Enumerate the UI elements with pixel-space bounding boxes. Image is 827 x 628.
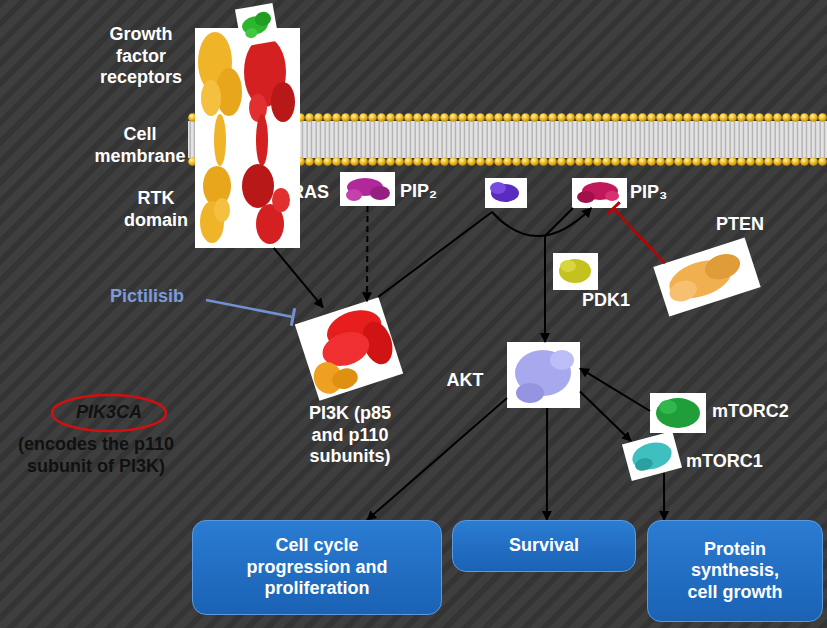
ras-node: RAS bbox=[340, 172, 395, 206]
pathway-arrow bbox=[546, 408, 548, 520]
receptor-node: Growth factor receptorsRTK domain bbox=[195, 28, 300, 248]
protein-label: mTORC2 bbox=[712, 401, 804, 423]
mtorc1-protein-picture bbox=[622, 431, 682, 481]
mtorc1-node: mTORC1 bbox=[622, 431, 682, 481]
pten-node: PTEN bbox=[653, 238, 761, 317]
pi3k-protein-picture bbox=[295, 297, 403, 400]
outcome-text: Cell cycle progression and proliferation bbox=[243, 535, 391, 600]
pathway-arrow bbox=[580, 368, 650, 411]
growth-factor-receptors bbox=[195, 28, 300, 248]
protein-label: AKT bbox=[437, 370, 493, 392]
protein-label: PTEN bbox=[712, 214, 768, 236]
mtorc2-node: mTORC2 bbox=[650, 393, 706, 433]
pip3-node: PIP₃ bbox=[572, 178, 627, 208]
outcome-box: Survival bbox=[452, 520, 636, 572]
molecule-label: PIP₂ bbox=[400, 181, 450, 203]
membrane-label: Cell membrane bbox=[88, 124, 192, 167]
outcome-box: Protein synthesis, cell growth bbox=[647, 520, 823, 622]
akt-protein-picture bbox=[507, 342, 580, 408]
gene-name: PIK3CA bbox=[76, 402, 142, 424]
drug-label: Pictilisib bbox=[92, 286, 202, 308]
gene-ellipse: PIK3CA bbox=[50, 393, 168, 433]
pathway-arrow bbox=[366, 206, 369, 301]
mtorc2-protein-picture bbox=[650, 393, 706, 433]
growth-factor-ligand bbox=[235, 3, 279, 47]
protein-label: PDK1 bbox=[578, 290, 634, 312]
inhibition-line bbox=[613, 208, 665, 263]
outcome-box: Cell cycle progression and proliferation bbox=[192, 520, 442, 615]
outcome-text: Protein synthesis, cell growth bbox=[678, 539, 792, 604]
pi3k-node: PI3K (p85 and p110 subunits) bbox=[295, 297, 403, 401]
protein-label: RTK domain bbox=[120, 188, 192, 231]
protein-label: RAS bbox=[286, 182, 334, 204]
protein-label: mTORC1 bbox=[686, 451, 778, 473]
pathway-arrow bbox=[663, 473, 665, 520]
pip3-molecule-picture bbox=[572, 178, 627, 208]
protein-label: PIP₃ bbox=[630, 182, 682, 204]
pdk1-protein-picture bbox=[553, 253, 598, 290]
gene-note: (encodes the p110 subunit of PI3K) bbox=[10, 434, 182, 477]
protein-label: PI3K (p85 and p110 subunits) bbox=[291, 403, 409, 468]
pip2-molecule-picture bbox=[485, 178, 527, 208]
pathway-arrow bbox=[545, 208, 573, 342]
protein-label: Growth factor receptors bbox=[92, 24, 190, 89]
pictilisib-inhibition-line bbox=[206, 300, 295, 326]
pdk1-node: PDK1 bbox=[553, 253, 598, 290]
akt-node: AKT bbox=[507, 342, 580, 408]
outcome-text: Survival bbox=[509, 535, 579, 557]
pten-protein-picture bbox=[653, 237, 760, 316]
pathway-arrow bbox=[274, 248, 323, 307]
pathway-arrow bbox=[580, 392, 631, 442]
ras-protein-picture bbox=[340, 172, 395, 206]
